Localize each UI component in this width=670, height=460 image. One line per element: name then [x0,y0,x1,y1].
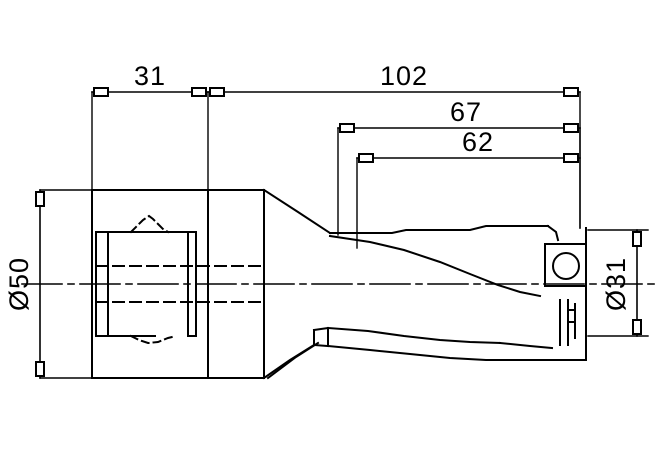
drill-tip [547,227,587,361]
dimension-label-67: 67 [450,97,482,127]
flute-lower-profile [312,326,554,361]
taper-upper [262,188,332,235]
dimension-label-62: 62 [462,127,494,157]
flute-upper-profile [328,224,560,298]
groove-relief-bottom [129,334,178,345]
hidden-coolant-lines [95,265,265,303]
extension-lines [39,91,649,379]
dimension-label-diameter-50: Ø50 [4,257,34,311]
dimension-label-102: 102 [380,61,428,91]
taper-lower [262,341,320,380]
dimension-lines [39,91,638,379]
insert-clamp-screw-hole [552,252,580,280]
dimension-label-diameter-31: Ø31 [601,257,631,311]
groove-relief-top [129,214,170,234]
insert-pocket [544,243,587,287]
dimension-label-31: 31 [134,61,166,91]
dimension-arrowheads [35,87,642,377]
